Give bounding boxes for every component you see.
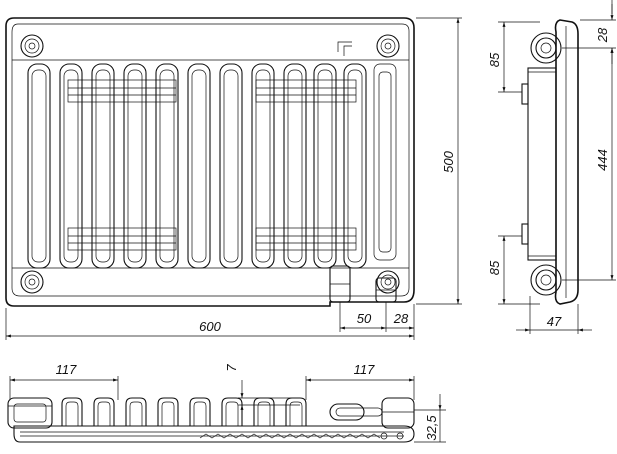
corner-nipple-bottom-left (20, 270, 44, 294)
top-fin-inner-1 (65, 401, 79, 426)
side-upper-dimension: 85 (487, 21, 540, 93)
channel-inner-9 (287, 69, 303, 263)
top-fin-2 (93, 397, 115, 426)
corner-nipple-bottom-right (376, 270, 400, 294)
front-panel-inner-outline (11, 23, 410, 297)
side-view: 28 85 444 85 47 (487, 0, 616, 334)
top-left-label: 117 (56, 362, 77, 377)
side-upper-label: 85 (487, 52, 502, 67)
top-valve-group (329, 397, 415, 440)
front-height-label: 500 (441, 150, 456, 172)
side-top-offset-label: 28 (595, 27, 610, 43)
channel-inner-3 (95, 69, 111, 263)
top-fin-inner-8 (289, 401, 303, 426)
channel-7 (219, 63, 243, 269)
vertical-channels (27, 63, 367, 269)
side-lower-header (530, 264, 562, 296)
corner-nipple-top-right (376, 34, 400, 58)
convector-fins-upper (67, 79, 357, 103)
channel-4 (123, 63, 147, 269)
top-fin-inner-5 (193, 401, 207, 426)
top-left-header (7, 397, 53, 429)
channel-inner-7 (223, 69, 239, 263)
top-view: 117 117 7 32,5 (7, 362, 446, 443)
front-connection-offsets: 50 28 (339, 302, 414, 332)
top-fin-inner-2 (97, 401, 111, 426)
top-fin-1 (61, 397, 83, 426)
top-fin-4 (157, 397, 179, 426)
top-fin-inner-7 (257, 401, 271, 426)
channel-inner-1 (31, 69, 47, 263)
channel-inner-10 (317, 69, 333, 263)
channel-inner-11 (347, 69, 363, 263)
channel-11 (343, 63, 367, 269)
top-depth-label: 32,5 (424, 415, 439, 441)
base-weld-pattern (199, 433, 381, 439)
side-center-label: 444 (595, 149, 610, 171)
side-depth-label: 47 (547, 314, 562, 329)
channel-2 (59, 63, 83, 269)
channel-inner-8 (255, 69, 271, 263)
side-center-dimension: 444 (562, 48, 616, 281)
top-left-dimension: 117 (9, 362, 119, 400)
channel-5 (155, 63, 179, 269)
top-fin-inner-3 (129, 401, 143, 426)
top-depth-dimension: 32,5 (414, 394, 446, 443)
side-panel-outline (554, 19, 579, 305)
side-convector-block (527, 67, 557, 261)
corner-nipple-top-left (20, 34, 44, 58)
channel-8 (251, 63, 275, 269)
front-panel-outline (5, 17, 415, 307)
front-width-label: 600 (199, 319, 221, 334)
channel-9 (283, 63, 307, 269)
side-top-offset-dimension: 28 (562, 0, 616, 64)
top-base-panel (13, 425, 415, 443)
side-lower-label: 85 (487, 260, 502, 275)
channel-inner-5 (159, 69, 175, 263)
front-height-dimension: 500 (416, 17, 462, 305)
top-fin-5 (189, 397, 211, 426)
channel-inner-2 (63, 69, 79, 263)
top-right-dimension: 117 (305, 362, 415, 400)
top-small-label: 7 (224, 364, 239, 372)
top-fin-3 (125, 397, 147, 426)
convector-fins-lower (67, 227, 357, 251)
top-fin-inner-6 (225, 401, 239, 426)
front-view: 600 500 50 28 (5, 17, 462, 340)
top-right-label: 117 (354, 362, 375, 377)
top-small-dimension: 7 (224, 364, 300, 418)
offset-right-label: 28 (393, 311, 409, 326)
side-lower-dimension: 85 (487, 235, 540, 305)
channel-3 (91, 63, 115, 269)
channel-inner-6 (191, 69, 207, 263)
offset-left-label: 50 (357, 311, 372, 326)
front-width-dimension: 600 (5, 304, 415, 340)
valve-insert (337, 41, 397, 261)
channel-1 (27, 63, 51, 269)
side-depth-dimension: 47 (516, 296, 592, 334)
top-fin-inner-4 (161, 401, 175, 426)
channel-6 (187, 63, 211, 269)
side-upper-header (530, 32, 562, 64)
channel-10 (313, 63, 337, 269)
channel-inner-4 (127, 69, 143, 263)
top-fin-6 (221, 397, 243, 426)
